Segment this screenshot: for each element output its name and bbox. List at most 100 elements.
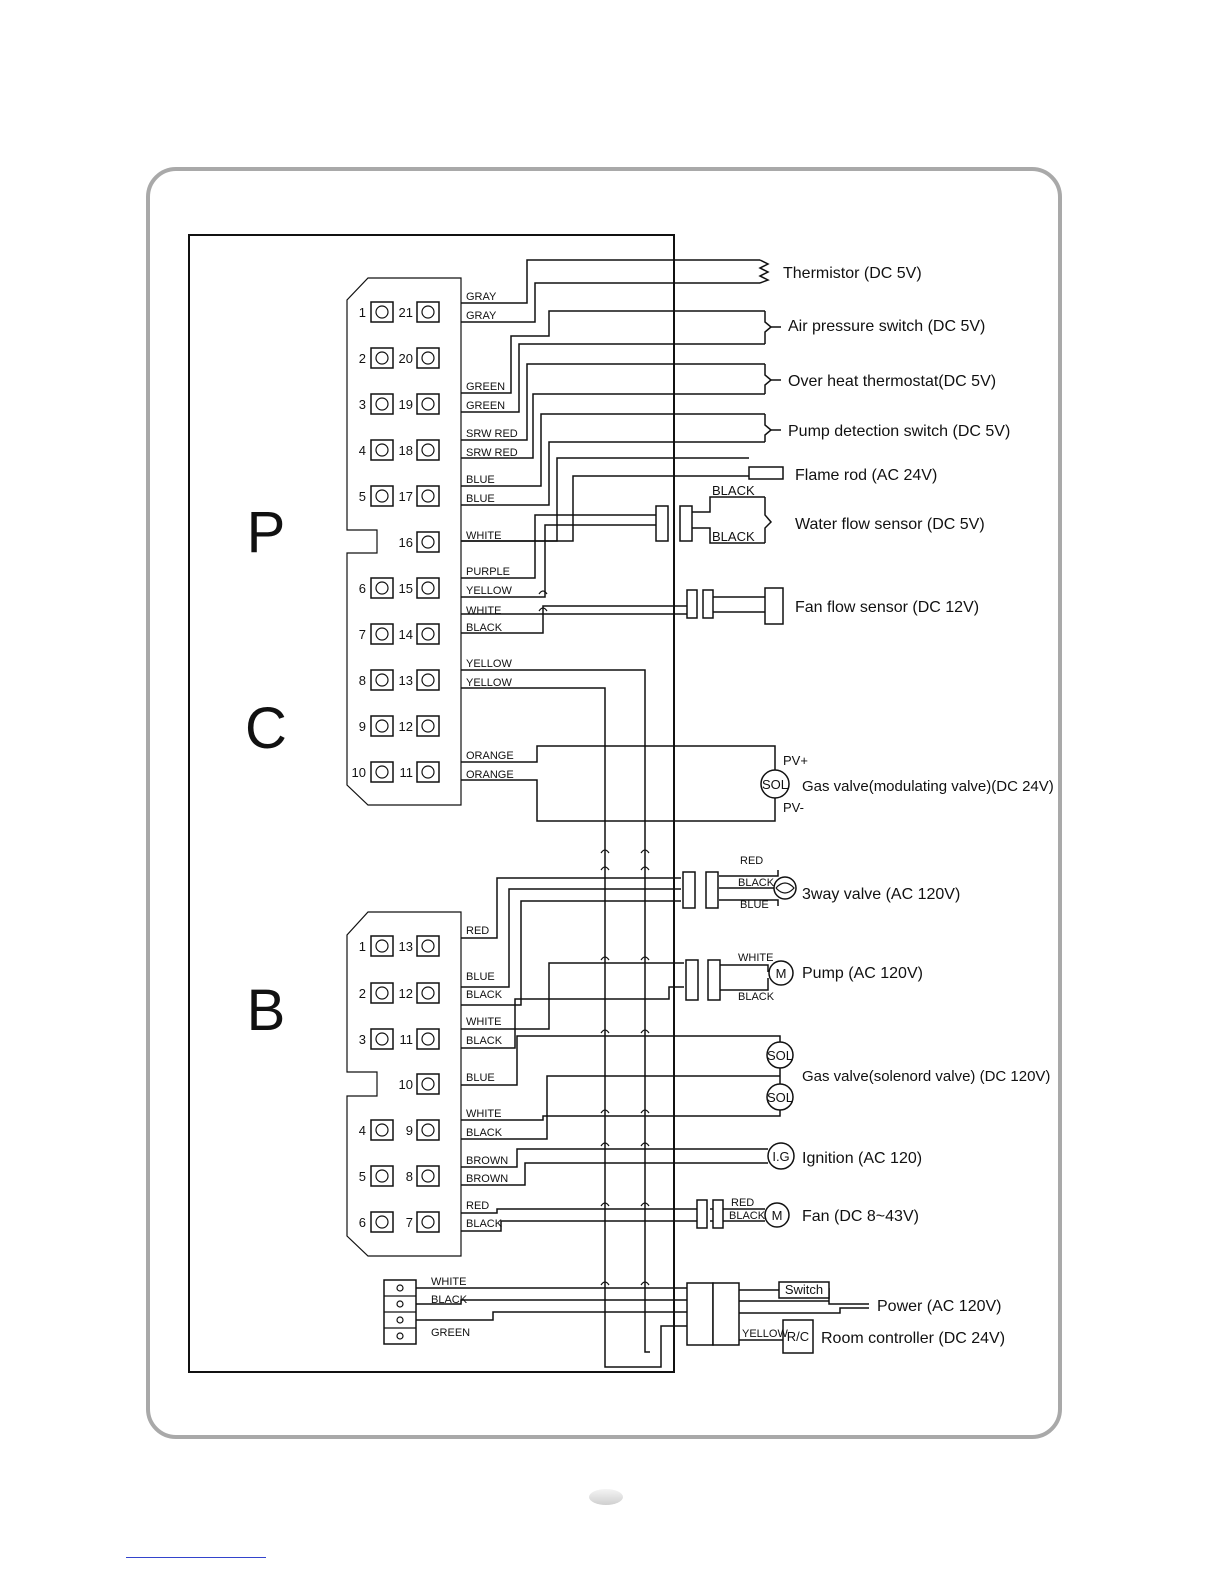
motor-symbol: M — [772, 1208, 783, 1223]
water-flow-switch-icon — [764, 497, 773, 543]
b-wire-label: BLUE — [466, 971, 495, 983]
b-connector-wires: REDBLUEBLACKWHITEBLACKBLUEWHITEBLACKBROW… — [466, 925, 508, 1230]
power-switch-label: Switch — [785, 1282, 823, 1297]
pc-wire-label: ORANGE — [466, 750, 514, 762]
pc-wire-label: BLACK — [466, 622, 503, 634]
room-controller-wire-label: YELLOW — [742, 1328, 788, 1340]
thermistor-icon — [758, 259, 770, 284]
pc-pin-socket — [370, 393, 394, 415]
pc-pin-socket — [416, 715, 440, 737]
switch-icon — [764, 364, 781, 394]
pc-pin-socket — [370, 347, 394, 369]
pc-pin-terminal — [375, 581, 389, 595]
pv-plus-label: PV+ — [783, 753, 808, 768]
pc-pin-number: 17 — [399, 489, 413, 504]
power-wire-label-white: WHITE — [431, 1276, 466, 1288]
pump-wire-label: WHITE — [738, 952, 773, 964]
pc-wire-label: YELLOW — [466, 585, 512, 597]
pc-pin-terminal — [421, 581, 435, 595]
pc-pin-number: 8 — [359, 673, 366, 688]
b-pin-socket — [416, 1165, 440, 1187]
b-wire-label: WHITE — [466, 1016, 501, 1028]
switch-icon — [764, 311, 781, 344]
component-label-ignition: Ignition (AC 120) — [802, 1150, 922, 1167]
b-wire-label: RED — [466, 925, 489, 937]
b-pin-number: 3 — [359, 1032, 366, 1047]
pc-wire-label: ORANGE — [466, 769, 514, 781]
b-pin-number: 5 — [359, 1169, 366, 1184]
pc-wire-label: SRW RED — [466, 447, 518, 459]
pc-connector-housing — [346, 277, 462, 806]
pc-pin-terminal — [375, 305, 389, 319]
component-label-3way-valve: 3way valve (AC 120V) — [802, 886, 960, 903]
b-wire-label: WHITE — [466, 1108, 501, 1120]
pc-wire-label: BLUE — [466, 493, 495, 505]
pc-wire-label: GRAY — [466, 310, 497, 322]
valve-motor-icon — [773, 876, 797, 900]
switch-icon — [764, 414, 781, 442]
pc-pin-terminal — [375, 397, 389, 411]
pc-wire-label: WHITE — [466, 530, 501, 542]
page-number-marker — [589, 1489, 623, 1505]
b-pin-socket — [416, 1028, 440, 1050]
b-pin-terminal — [375, 1123, 389, 1137]
pc-pin-terminal — [421, 351, 435, 365]
b-pin-terminal — [421, 1123, 435, 1137]
pc-pin-number: 7 — [359, 627, 366, 642]
pc-pin-socket — [370, 301, 394, 323]
b-pin-socket — [370, 1165, 394, 1187]
pc-pin-number: 2 — [359, 351, 366, 366]
fan-wire-label: RED — [731, 1197, 754, 1209]
pc-pin-number: 15 — [399, 581, 413, 596]
pc-pin-socket — [416, 485, 440, 507]
pc-pin-socket — [370, 577, 394, 599]
pc-pin-socket — [370, 623, 394, 645]
pc-pin-terminal — [421, 305, 435, 319]
pc-pin-socket — [416, 531, 440, 553]
pc-pin-number: 11 — [400, 765, 414, 780]
pc-pin-socket — [370, 485, 394, 507]
b-wire-label: BROWN — [466, 1155, 508, 1167]
b-pin-socket — [370, 1211, 394, 1233]
b-pin-terminal — [421, 1077, 435, 1091]
pc-pin-number: 10 — [352, 765, 366, 780]
section-letter-c: C — [245, 696, 287, 761]
three-way-wire-label: BLACK — [738, 877, 775, 889]
b-wire-label: BROWN — [466, 1173, 508, 1185]
three-way-wire-label: BLUE — [740, 899, 769, 911]
pc-pin-terminal — [421, 627, 435, 641]
pc-pin-socket — [370, 715, 394, 737]
pump-wire-label: BLACK — [738, 991, 775, 1003]
fan-flow-sensor-icon — [764, 587, 784, 625]
b-pin-terminal — [375, 1215, 389, 1229]
component-label-air-pressure-switch: Air pressure switch (DC 5V) — [788, 318, 985, 335]
component-circle-symbols — [760, 769, 830, 1354]
b-pin-number: 1 — [359, 939, 366, 954]
diagram-frame — [146, 167, 1062, 1439]
component-label-fan: Fan (DC 8~43V) — [802, 1208, 919, 1225]
pc-pin-number: 3 — [359, 397, 366, 412]
room-controller-symbol: R/C — [787, 1329, 809, 1344]
pc-wire-label: SRW RED — [466, 428, 518, 440]
pc-pin-terminal — [421, 443, 435, 457]
three-way-wire-label: RED — [740, 855, 763, 867]
pc-pin-terminal — [421, 673, 435, 687]
pc-wire-label: GREEN — [466, 381, 505, 393]
pc-pin-terminal — [421, 535, 435, 549]
wiring-harness — [416, 259, 869, 1368]
pc-pin-number: 18 — [399, 443, 413, 458]
pc-pin-socket — [370, 761, 394, 783]
b-pin-number: 8 — [406, 1169, 413, 1184]
pc-pin-socket — [416, 301, 440, 323]
pc-pin-number: 13 — [399, 673, 413, 688]
fan-wire-label: BLACK — [729, 1210, 766, 1222]
pc-pin-number: 21 — [399, 305, 413, 320]
motor-symbol: M — [776, 966, 787, 981]
b-pin-terminal — [421, 1169, 435, 1183]
b-pin-socket — [416, 935, 440, 957]
b-wire-label: BLACK — [466, 1035, 503, 1047]
b-pin-socket — [370, 982, 394, 1004]
b-pin-socket — [416, 1211, 440, 1233]
